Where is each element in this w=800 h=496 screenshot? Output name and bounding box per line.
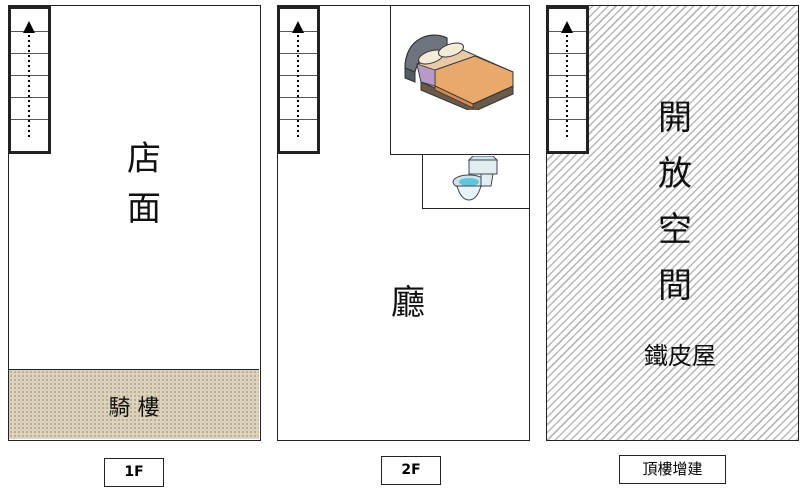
floor-tag-2f: 2F [381,456,441,485]
room-label-living-room: 廳 [391,283,425,323]
floor-tag-rooftop: 頂樓增建 [619,455,726,484]
stair-arrow-icon [561,21,573,137]
room-label-arcade: 騎 樓 [108,396,160,421]
floor-1f-plan: 店 面 騎 樓 [8,5,261,441]
stair-arrow-icon [23,21,35,137]
material-label-iron-sheet: 鐵皮屋 [644,342,716,370]
arcade-area: 騎 樓 [9,369,259,439]
bed-icon [404,34,514,110]
floor-tag-1f: 1F [104,458,164,487]
bedroom [390,4,529,155]
toilet-icon [452,156,499,201]
staircase [277,6,320,154]
floor-2f-plan: 廳 [277,4,530,441]
stair-arrow-icon [292,21,304,137]
room-label-open-space: 開 放 空 間 [658,98,692,306]
bathroom [422,154,529,209]
rooftop-plan: 開 放 空 間 鐵皮屋 [546,5,799,441]
staircase [8,6,51,154]
staircase [546,6,589,154]
room-label-shop: 店 面 [127,139,161,229]
